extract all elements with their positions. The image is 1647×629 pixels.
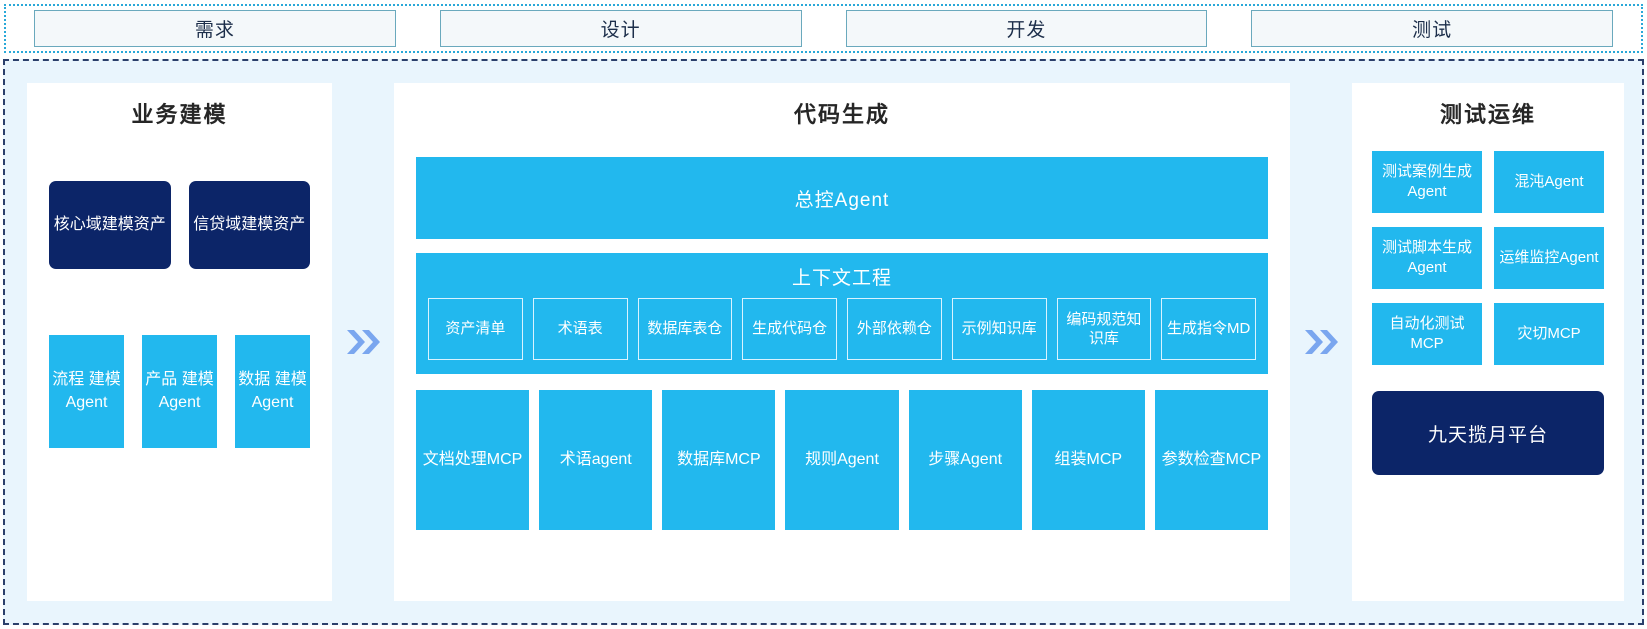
context-item-db-table-repo[interactable]: 数据库表仓 [637, 298, 733, 360]
item-label: 测试案例生成Agent [1381, 162, 1472, 200]
flow-arrow-left [332, 83, 394, 601]
item-label: 测试脚本生成Agent [1381, 238, 1472, 276]
asset-credit-domain-modeling[interactable]: 信贷域建模资产 [188, 181, 310, 269]
tool-label: 步骤Agent [928, 450, 1003, 468]
tool-label: 术语agent [559, 450, 632, 468]
tool-database-mcp[interactable]: 数据库MCP [662, 390, 776, 530]
agent-data-modeling[interactable]: 数据 建模 Agent [235, 335, 310, 448]
test-operations-grid: 测试案例生成Agent 混沌Agent 测试脚本生成Agent 运维监控Agen… [1352, 151, 1624, 365]
asset-label: 信贷域建模资产 [193, 216, 306, 234]
tool-label: 文档处理MCP [422, 450, 523, 468]
panel-code-generation: 代码生成 总控Agent 上下文工程 资产清单 术语表 数据库表仓 [394, 83, 1290, 601]
context-items-row: 资产清单 术语表 数据库表仓 生成代码仓 外部依赖仓 示例知 [428, 298, 1256, 360]
phase-box-design[interactable]: 设计 [439, 10, 802, 47]
tool-glossary-agent[interactable]: 术语agent [539, 390, 653, 530]
platform-jiutian-lanyue[interactable]: 九天揽月平台 [1372, 391, 1604, 475]
business-assets-row: 核心域建模资产 信贷域建模资产 [27, 181, 332, 269]
item-label: 自动化测试MCP [1389, 314, 1465, 352]
phase-box-development[interactable]: 开发 [845, 10, 1208, 47]
item-label: 运维监控Agent [1499, 248, 1599, 266]
context-item-asset-list[interactable]: 资产清单 [428, 298, 523, 360]
mcp-automated-testing[interactable]: 自动化测试MCP [1372, 303, 1482, 365]
agent-label: 流程 建模 Agent [52, 370, 121, 411]
business-agents-row: 流程 建模 Agent 产品 建模 Agent 数据 建模 Agent [27, 335, 332, 448]
agent-label: 数据 建模 Agent [238, 370, 307, 411]
panel-title-business-modeling: 业务建模 [131, 102, 228, 127]
tool-label: 数据库MCP [677, 450, 761, 468]
panel-title-code-generation: 代码生成 [793, 102, 890, 127]
context-engineering-title: 上下文工程 [791, 268, 892, 289]
mcp-disaster-switchover[interactable]: 灾切MCP [1494, 303, 1604, 365]
panel-business-modeling: 业务建模 核心域建模资产 信贷域建模资产 流程 建模 Agent 产品 建模 A… [27, 83, 332, 601]
agent-ops-monitoring[interactable]: 运维监控Agent [1494, 227, 1604, 289]
platform-label: 九天揽月平台 [1427, 424, 1548, 446]
agent-product-modeling[interactable]: 产品 建模 Agent [142, 335, 217, 448]
architecture-diagram-region: 业务建模 核心域建模资产 信贷域建模资产 流程 建模 Agent 产品 建模 A… [3, 59, 1644, 625]
context-item-example-knowledge-base[interactable]: 示例知识库 [951, 298, 1047, 360]
tool-label: 规则Agent [805, 450, 879, 468]
phase-box-requirements[interactable]: 需求 [34, 10, 396, 47]
code-generation-tools-row: 文档处理MCP 术语agent 数据库MCP 规则Agent 步骤Agent 组… [416, 390, 1268, 530]
context-item-generation-instruction-md[interactable]: 生成指令MD [1161, 298, 1256, 360]
context-item-label: 编码规范知识库 [1066, 310, 1142, 348]
agent-process-modeling[interactable]: 流程 建模 Agent [49, 335, 124, 448]
phase-label: 需求 [194, 20, 235, 41]
context-item-glossary[interactable]: 术语表 [532, 298, 628, 360]
tool-rule-agent[interactable]: 规则Agent [785, 390, 899, 530]
panel-title-test-operations: 测试运维 [1439, 102, 1536, 127]
agent-test-script-generation[interactable]: 测试脚本生成Agent [1372, 227, 1482, 289]
agent-label: 产品 建模 Agent [145, 370, 214, 411]
context-item-external-dependency-repo[interactable]: 外部依赖仓 [847, 298, 942, 360]
phase-box-testing[interactable]: 测试 [1251, 10, 1613, 47]
item-label: 灾切MCP [1517, 324, 1581, 342]
context-item-generated-code-repo[interactable]: 生成代码仓 [742, 298, 837, 360]
master-control-agent[interactable]: 总控Agent [416, 157, 1268, 239]
context-item-coding-standard-knowledge-base[interactable]: 编码规范知识库 [1056, 298, 1152, 360]
context-item-label: 数据库表仓 [647, 320, 723, 338]
panel-test-operations: 测试运维 测试案例生成Agent 混沌Agent 测试脚本生成Agent 运维监… [1352, 83, 1624, 601]
code-generation-content: 总控Agent 上下文工程 资产清单 术语表 数据库表仓 生成代码仓 [394, 129, 1290, 530]
tool-document-processing-mcp[interactable]: 文档处理MCP [416, 390, 530, 530]
agent-chaos[interactable]: 混沌Agent [1494, 151, 1604, 213]
tool-label: 组装MCP [1054, 450, 1123, 468]
tool-assembly-mcp[interactable]: 组装MCP [1031, 390, 1145, 530]
phase-label: 开发 [1006, 20, 1047, 41]
tool-parameter-check-mcp[interactable]: 参数检查MCP [1154, 390, 1268, 530]
asset-label: 核心域建模资产 [53, 216, 166, 234]
context-item-label: 示例知识库 [961, 320, 1037, 338]
context-item-label: 外部依赖仓 [856, 320, 932, 338]
tool-step-agent[interactable]: 步骤Agent [908, 390, 1022, 530]
flow-arrow-right [1290, 83, 1352, 601]
phase-label: 测试 [1412, 20, 1453, 41]
context-item-label: 术语表 [557, 320, 603, 338]
master-agent-label: 总控Agent [794, 189, 890, 211]
double-chevron-right-icon [1305, 330, 1338, 354]
context-item-label: 生成指令MD [1166, 320, 1251, 338]
context-item-label: 资产清单 [445, 320, 506, 338]
tool-label: 参数检查MCP [1161, 450, 1262, 468]
context-item-label: 生成代码仓 [752, 320, 828, 338]
phase-label: 设计 [600, 20, 641, 41]
item-label: 混沌Agent [1514, 172, 1584, 190]
context-engineering-block: 上下文工程 资产清单 术语表 数据库表仓 生成代码仓 外部依赖仓 [416, 253, 1268, 374]
double-chevron-right-icon [347, 330, 380, 354]
asset-core-domain-modeling[interactable]: 核心域建模资产 [49, 181, 171, 269]
agent-test-case-generation[interactable]: 测试案例生成Agent [1372, 151, 1482, 213]
phase-bar: 需求 设计 开发 测试 [4, 4, 1643, 53]
